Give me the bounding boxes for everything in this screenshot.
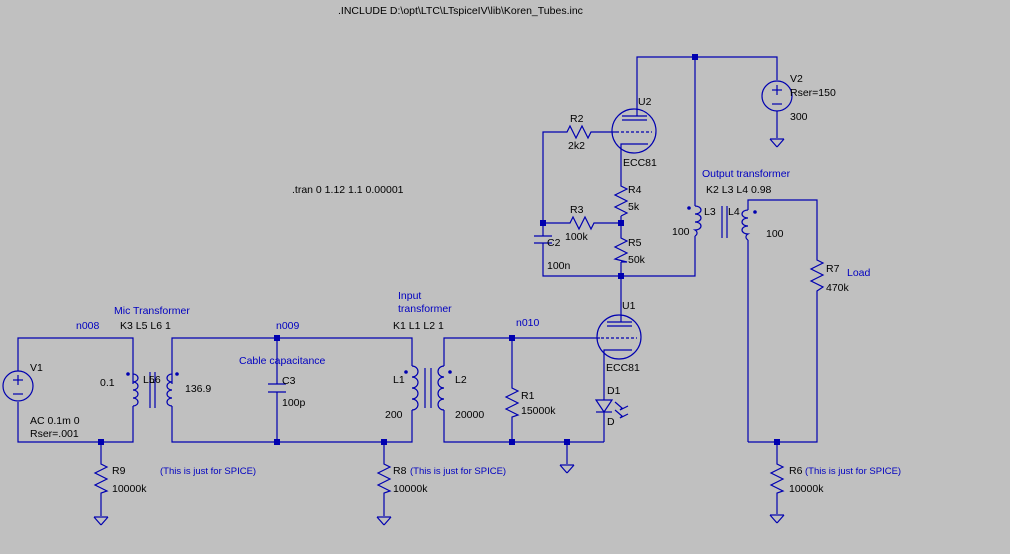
component-value: Rser=150 — [790, 87, 836, 99]
net-label: n008 — [76, 320, 100, 332]
component-value: 100p — [282, 397, 306, 409]
r9-resistor[interactable] — [93, 460, 109, 496]
component-name: R3 — [570, 204, 584, 216]
net-label: n009 — [276, 320, 300, 332]
component-name: U1 — [622, 300, 636, 312]
d1-diode[interactable] — [594, 399, 629, 419]
r4-resistor[interactable] — [613, 182, 629, 217]
component-name: C2 — [547, 237, 561, 249]
ground-symbol — [559, 464, 575, 474]
component-value: Rser=.001 — [30, 428, 79, 440]
spice-comment: (This is just for SPICE) — [805, 466, 901, 477]
coupling-statement: K2 L3 L4 0.98 — [706, 184, 772, 196]
output-transformer[interactable] — [687, 205, 757, 241]
component-value: 300 — [790, 111, 808, 123]
component-value: 0.1 — [100, 377, 115, 389]
r3-resistor[interactable] — [566, 215, 598, 231]
component-name: D1 — [607, 385, 621, 397]
component-value: 20000 — [455, 409, 484, 421]
v2-voltage-source[interactable] — [761, 80, 793, 112]
r7-resistor[interactable] — [809, 256, 825, 294]
mic-transformer-comment: Mic Transformer — [114, 305, 190, 317]
r5-resistor[interactable] — [613, 234, 629, 263]
r6-resistor[interactable] — [769, 460, 785, 496]
component-value: 2k2 — [568, 140, 585, 152]
tran-directive: .tran 0 1.12 1.1 0.00001 — [292, 184, 404, 196]
component-value: 100 — [672, 226, 690, 238]
component-value: 136.9 — [185, 383, 211, 395]
cable-capacitance-comment: Cable capacitance — [239, 355, 326, 367]
component-value: ECC81 — [606, 362, 640, 374]
include-directive: .INCLUDE D:\opt\LTC\LTspiceIV\lib\Koren_… — [338, 5, 583, 17]
component-name: C3 — [282, 375, 296, 387]
component-value: D — [607, 416, 615, 428]
output-transformer-comment: Output transformer — [702, 168, 791, 180]
component-name: L4 — [728, 206, 740, 218]
component-value: 200 — [385, 409, 403, 421]
r8-resistor[interactable] — [376, 460, 392, 496]
component-name: L6 — [149, 374, 161, 386]
component-value: 5k — [628, 201, 640, 213]
r2-resistor[interactable] — [563, 124, 593, 140]
coupling-statement: K3 L5 L6 1 — [120, 320, 171, 332]
component-value: 10000k — [112, 483, 147, 495]
component-name: V1 — [30, 362, 43, 374]
component-value: 10000k — [789, 483, 824, 495]
component-name: R8 — [393, 465, 407, 477]
spice-comment: (This is just for SPICE) — [410, 466, 506, 477]
ground-symbol — [93, 516, 109, 526]
u2-triode[interactable] — [611, 108, 657, 158]
c3-capacitor[interactable] — [268, 383, 286, 393]
component-value: 100 — [766, 228, 784, 240]
net-label: n010 — [516, 317, 540, 329]
component-name: R1 — [521, 390, 535, 402]
ground-symbol — [376, 516, 392, 526]
component-value: 100n — [547, 260, 571, 272]
component-value: 15000k — [521, 405, 556, 417]
u1-triode[interactable] — [594, 313, 642, 360]
component-name: V2 — [790, 73, 803, 85]
component-name: R4 — [628, 184, 642, 196]
component-name: L1 — [393, 374, 405, 386]
component-value: 10000k — [393, 483, 428, 495]
c2-capacitor[interactable] — [534, 235, 552, 244]
ground-symbol — [769, 514, 785, 524]
load-comment: Load — [847, 267, 871, 279]
junctions — [98, 54, 780, 445]
v1-voltage-source[interactable] — [2, 370, 34, 402]
component-name: R5 — [628, 237, 642, 249]
component-name: L5 — [143, 374, 155, 386]
wires — [17, 56, 818, 516]
component-value: ECC81 — [623, 157, 657, 169]
input-transformer[interactable] — [404, 365, 452, 411]
component-name: U2 — [638, 96, 652, 108]
component-name: R6 — [789, 465, 803, 477]
input-transformer-comment: transformer — [398, 303, 452, 315]
component-value: AC 0.1m 0 — [30, 415, 80, 427]
r1-resistor[interactable] — [504, 384, 520, 418]
component-name: L3 — [704, 206, 716, 218]
component-name: L2 — [455, 374, 467, 386]
labels: .INCLUDE D:\opt\LTC\LTspiceIV\lib\Koren_… — [30, 5, 901, 495]
component-value: 100k — [565, 231, 589, 243]
component-value: 50k — [628, 254, 646, 266]
spice-comment: (This is just for SPICE) — [160, 466, 256, 477]
component-name: R9 — [112, 465, 126, 477]
component-value: 470k — [826, 282, 850, 294]
component-name: R7 — [826, 263, 840, 275]
mic-transformer[interactable] — [126, 372, 179, 408]
coupling-statement: K1 L1 L2 1 — [393, 320, 444, 332]
input-transformer-comment: Input — [398, 290, 421, 302]
component-name: R2 — [570, 113, 584, 125]
ground-symbol — [769, 138, 785, 148]
